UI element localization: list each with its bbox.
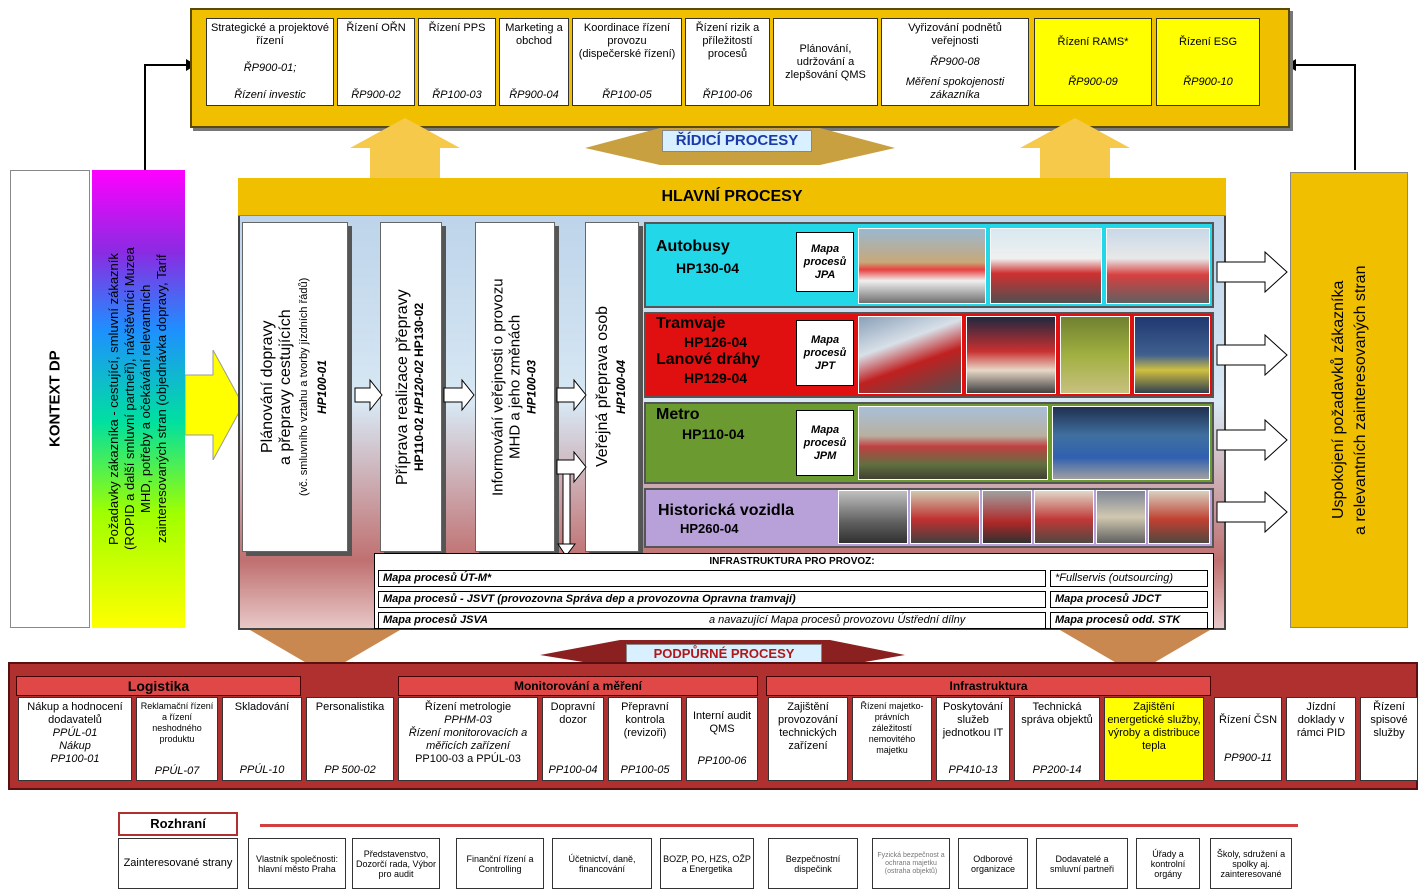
bus-photo-1 xyxy=(858,228,986,304)
mapa-jpa[interactable]: Mapa procesů JPA xyxy=(796,232,854,292)
metro-photo-2 xyxy=(1052,406,1210,480)
mode-tram-code: HP126-04 xyxy=(684,334,748,350)
group-monitoring: Monitorování a měření xyxy=(398,676,758,696)
mode-metro-code: HP110-04 xyxy=(682,426,745,442)
interface-item-4[interactable]: Finanční řízení a Controlling xyxy=(456,838,544,889)
output-arrows xyxy=(1216,250,1288,534)
group-infra: Infrastruktura xyxy=(766,676,1211,696)
mode-cable-code: HP129-04 xyxy=(684,370,748,386)
interface-item-3[interactable]: Představenstvo, Dozorčí rada, Výbor pro … xyxy=(352,838,440,889)
mode-bus-name: Autobusy xyxy=(656,238,730,255)
infra-title: INFRASTRUKTURA PRO PROVOZ: xyxy=(709,556,875,567)
interface-item-11[interactable]: Úřady a kontrolní orgány xyxy=(1136,838,1200,889)
main-col-2[interactable] xyxy=(380,222,442,552)
interface-item-10[interactable]: Dodavatelé a smluvní partneři xyxy=(1036,838,1128,889)
support-majetek[interactable]: Řízení majetko-právních záležitostí nemo… xyxy=(852,697,932,781)
main-col-4[interactable] xyxy=(585,222,639,552)
metro-photo-1 xyxy=(858,406,1048,480)
support-label: PODPŮRNÉ PROCESY xyxy=(626,644,822,664)
mapa-jpt[interactable]: Mapa procesů JPT xyxy=(796,320,854,386)
mode-bus-code: HP130-04 xyxy=(676,260,740,276)
support-spisova-sluzba[interactable]: Řízení spisové služby xyxy=(1360,697,1418,781)
interface-divider xyxy=(260,824,1298,827)
main-col-3[interactable] xyxy=(475,222,555,552)
interface-item-5[interactable]: Účetnictví, daně, financování xyxy=(552,838,652,889)
interface-item-8[interactable]: Fyzická bezpečnost a ochrana majetku (os… xyxy=(872,838,950,889)
support-energie[interactable]: Zajištění energetické služby, výroby a d… xyxy=(1104,697,1204,781)
interface-item-12[interactable]: Školy, sdružení a spolky aj. zainteresov… xyxy=(1210,838,1292,889)
infra-row-2-right[interactable]: Mapa procesů JDCT xyxy=(1050,591,1208,608)
mode-historic-code: HP260-04 xyxy=(680,521,739,536)
interface-item-1[interactable]: Zainteresované strany xyxy=(118,838,238,889)
historic-photo-4 xyxy=(1034,490,1094,544)
interface-item-6[interactable]: BOZP, PO, HZS, OŽP a Energetika xyxy=(660,838,754,889)
control-box-5[interactable]: Koordinace řízení provozu (dispečerské ř… xyxy=(572,18,682,106)
historic-photo-5 xyxy=(1096,490,1146,544)
mapa-jpm[interactable]: Mapa procesů JPM xyxy=(796,410,854,476)
tram-photo-3 xyxy=(1060,316,1130,394)
support-reklamace[interactable]: Reklamační řízení a řízení neshodného pr… xyxy=(136,697,218,781)
historic-photo-1 xyxy=(838,490,908,544)
tram-photo-4 xyxy=(1134,316,1210,394)
context-requirements: Požadavky zákazníka - cestující, smluvní… xyxy=(92,170,185,628)
infra-row-2[interactable]: Mapa procesů - JSVT (provozovna Správa d… xyxy=(378,591,1046,608)
infra-row-3-right[interactable]: Mapa procesů odd. STK xyxy=(1050,612,1208,629)
main-col-1[interactable] xyxy=(242,222,348,552)
interface-item-9[interactable]: Odborové organizace xyxy=(958,838,1028,889)
group-logistika: Logistika xyxy=(16,676,301,696)
historic-photo-6 xyxy=(1148,490,1210,544)
infra-row-1-right[interactable]: *Fullservis (outsourcing) xyxy=(1050,570,1208,587)
input-arrow xyxy=(185,350,244,460)
mode-metro-name: Metro xyxy=(656,406,700,423)
support-tech-zarizeni[interactable]: Zajištění provozování technických zaříze… xyxy=(768,697,848,781)
control-label: ŘÍDICÍ PROCESY xyxy=(662,130,812,152)
mode-historic-name: Historická vozidla xyxy=(658,502,795,519)
context-box xyxy=(10,170,90,628)
control-box-7[interactable]: Plánování, udržování a zlepšování QMS xyxy=(773,18,878,106)
interface-item-7[interactable]: Bezpečnostní dispečink xyxy=(768,838,858,889)
historic-photo-3 xyxy=(982,490,1032,544)
satisfaction-box xyxy=(1290,172,1408,628)
tram-photo-2 xyxy=(966,316,1056,394)
interface-title: Rozhraní xyxy=(118,812,238,836)
mode-cable-name: Lanové dráhy xyxy=(656,351,761,368)
support-jizdni-doklady[interactable]: Jízdní doklady v rámci PID xyxy=(1286,697,1356,781)
bus-photo-3 xyxy=(1106,228,1210,304)
support-kontrola[interactable]: Přepravní kontrola (revizoři)PP100-05 xyxy=(608,697,682,781)
historic-photo-2 xyxy=(910,490,980,544)
interface-item-2[interactable]: Vlastník společnosti: hlavní město Praha xyxy=(248,838,346,889)
bus-photo-2 xyxy=(990,228,1102,304)
control-box-9[interactable]: Řízení RAMS*ŘP900-09 xyxy=(1034,18,1152,106)
main-title: HLAVNÍ PROCESY xyxy=(238,178,1226,216)
tram-photo-1 xyxy=(858,316,962,394)
infra-row-1[interactable]: Mapa procesů ÚT-M* xyxy=(378,570,1046,587)
mode-tram-name: Tramvaje xyxy=(656,315,726,332)
